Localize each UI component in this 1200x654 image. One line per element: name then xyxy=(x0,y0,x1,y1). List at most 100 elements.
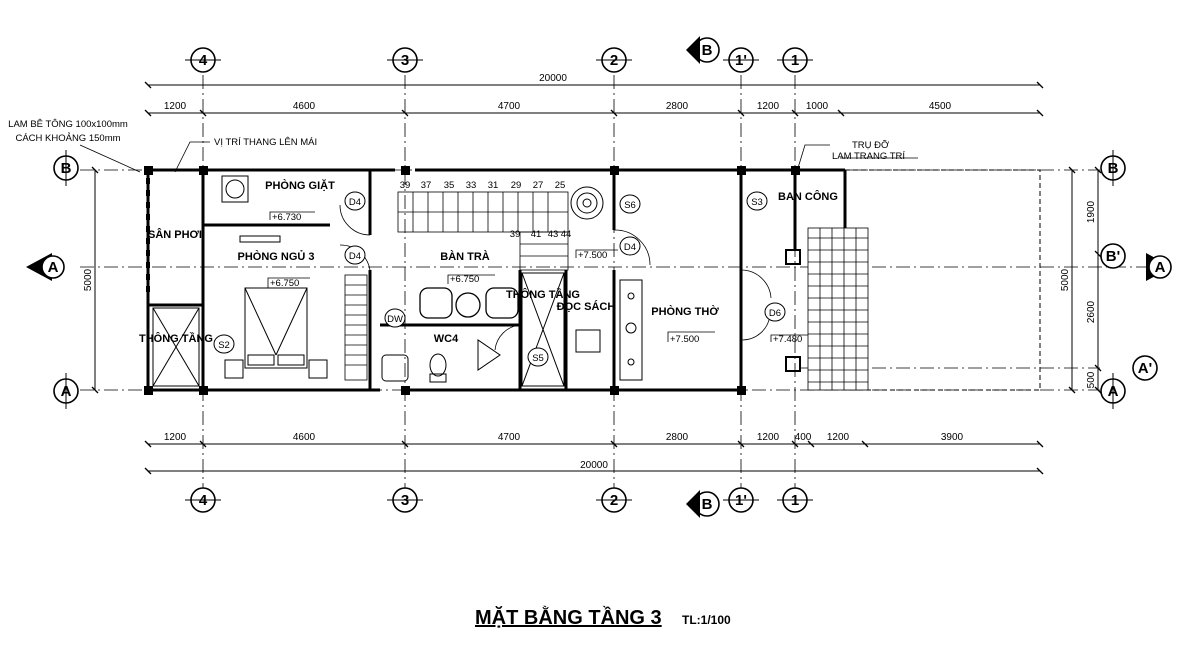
dim-total-bottom: 20000 xyxy=(580,460,608,471)
dim-bottom-3: 4700 xyxy=(498,432,521,443)
axis-bubble-a-right xyxy=(1148,255,1172,279)
dim-bottom-4: 2800 xyxy=(666,432,689,443)
room-label-phong-ngu: PHÒNG NGỦ 3 xyxy=(237,250,314,263)
axis-label-1p-top: 1' xyxy=(735,52,747,69)
door-tag-s2: S2 xyxy=(218,340,230,351)
void-cross-left xyxy=(152,307,200,387)
stair-number: 27 xyxy=(533,180,544,191)
axis-label-a-right-section: A xyxy=(1155,259,1166,276)
stair-number: 33 xyxy=(466,180,477,191)
drawing-title: MẶT BẰNG TẦNG 3 xyxy=(475,605,662,629)
axis-label-3-bottom: 3 xyxy=(401,492,409,509)
level-ban-cong: +7.480 xyxy=(773,334,802,345)
dim-right-2: 2600 xyxy=(1086,300,1097,323)
stair-number: 41 xyxy=(531,229,542,240)
wall-columns xyxy=(144,166,801,395)
axis-label-b-top: B xyxy=(702,42,713,59)
void-cross-mid xyxy=(521,272,565,387)
dim-bottom-6: 400 xyxy=(795,432,812,443)
dimension-lines xyxy=(91,81,1102,475)
room-label-doc-sach: ĐỌC SÁCH xyxy=(557,300,616,313)
wardrobe xyxy=(344,274,368,381)
washing-machine xyxy=(221,175,249,203)
axis-label-b-left: B xyxy=(61,160,72,177)
room-label-san-phoi-text: SÂN PHƠI xyxy=(148,228,202,241)
axis-label-a-right: A xyxy=(1108,383,1119,400)
axis-label-1-top: 1 xyxy=(791,52,799,69)
door-tag-s3: S3 xyxy=(751,197,763,208)
level-ban-tra: +6.750 xyxy=(450,274,479,285)
level-phong-giat: +6.730 xyxy=(272,212,301,223)
door-tag-d4-ngu: D4 xyxy=(349,251,361,262)
level-markers xyxy=(267,211,808,342)
note-leaders xyxy=(79,141,918,173)
stair-number: 39 xyxy=(510,229,521,240)
stair-number: 44 xyxy=(561,229,572,240)
dim-bottom-7: 1200 xyxy=(827,432,850,443)
stair-number: 39 xyxy=(400,180,411,191)
dim-bottom-8: 3900 xyxy=(941,432,964,443)
axis-label-bp-right: B' xyxy=(1106,248,1120,265)
plant xyxy=(570,186,604,220)
axis-label-3-top: 3 xyxy=(401,52,409,69)
dim-right-3: 500 xyxy=(1086,371,1097,388)
axis-ticks xyxy=(65,59,1114,501)
note-lam-trang-tri: LAM TRANG TRÍ xyxy=(832,151,905,162)
dim-top-7: 4500 xyxy=(929,101,952,112)
note-vi-tri-thang: VỊ TRÍ THANG LÊN MÁI xyxy=(214,137,317,148)
room-label-phong-giat: PHÒNG GIẶT xyxy=(265,179,335,192)
decorative-lattice xyxy=(807,227,869,391)
axis-label-4-bottom: 4 xyxy=(199,492,208,509)
axis-label-4-top: 4 xyxy=(199,52,208,69)
drawing-scale: TL:1/100 xyxy=(682,613,731,627)
axis-bubble-a-left xyxy=(41,255,65,279)
dim-top-5: 1200 xyxy=(757,101,780,112)
stair-number: 29 xyxy=(511,180,522,191)
stair-number: 37 xyxy=(421,180,432,191)
axis-label-2-top: 2 xyxy=(610,52,618,69)
axis-label-a-left: A xyxy=(61,383,72,400)
level-stair: +7.500 xyxy=(578,250,607,261)
bed xyxy=(224,287,328,379)
axis-label-ap-right: A' xyxy=(1138,360,1152,377)
dim-right-1: 1900 xyxy=(1086,200,1097,223)
roof-outline xyxy=(844,169,1041,391)
room-label-ban-tra: BÀN TRÀ xyxy=(440,250,490,263)
door-tag-d4-giat: D4 xyxy=(349,197,361,208)
stair-number: 31 xyxy=(488,180,499,191)
room-label-thong-tang-mid: THÔNG TẦNG xyxy=(506,288,580,301)
dim-right-total: 5000 xyxy=(1060,268,1071,291)
concrete-louvers xyxy=(146,178,150,292)
dim-bottom-1: 1200 xyxy=(164,432,187,443)
dim-top-1: 1200 xyxy=(164,101,187,112)
room-label-wc: WC4 xyxy=(434,333,459,345)
axis-label-2-bottom: 2 xyxy=(610,492,618,509)
note-tru-do: TRỤ ĐỠ xyxy=(852,140,889,151)
axis-label-a-left-section: A xyxy=(48,259,59,276)
axis-label-1-bottom: 1 xyxy=(791,492,799,509)
axis-label-b-bottom: B xyxy=(702,496,713,513)
door-tag-s5: S5 xyxy=(532,353,544,364)
room-label-san-phoi: SÂN PHƠI xyxy=(148,228,202,241)
axis-label-1p-bottom: 1' xyxy=(735,492,747,509)
stair-number: 35 xyxy=(444,180,455,191)
door-tag-d6: D6 xyxy=(769,308,781,319)
level-phong-ngu: +6.750 xyxy=(270,278,299,289)
tv-unit xyxy=(239,235,281,243)
level-phong-tho: +7.500 xyxy=(670,334,699,345)
tea-table-set xyxy=(419,287,519,319)
door-tags xyxy=(213,191,786,367)
dim-top-4: 2800 xyxy=(666,101,689,112)
room-label-ban-cong: BAN CÔNG xyxy=(778,190,838,203)
stair xyxy=(397,191,569,271)
stair-number: 43 xyxy=(548,229,559,240)
reading-desk xyxy=(575,329,601,353)
section-arrow-bottom xyxy=(686,490,700,518)
wc-fixtures xyxy=(381,339,501,383)
section-arrow-top xyxy=(686,36,700,64)
door-tag-s6: S6 xyxy=(624,200,636,211)
dim-total-top: 20000 xyxy=(539,73,567,84)
note-lam-be-tong-2: CÁCH KHOẢNG 150mm xyxy=(15,132,120,144)
stair-number: 25 xyxy=(555,180,566,191)
